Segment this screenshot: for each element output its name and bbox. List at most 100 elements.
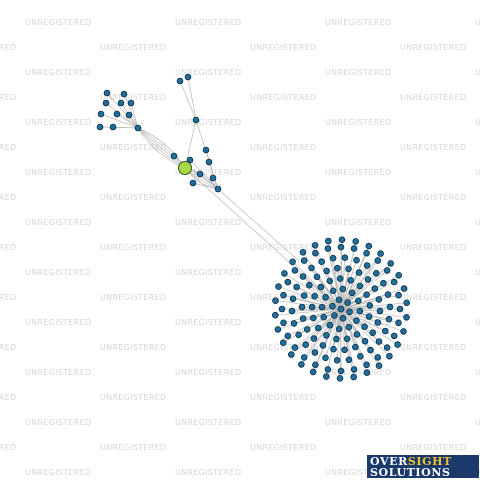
watermark-text: UNREGISTERED (0, 293, 16, 302)
graph-node (375, 338, 383, 345)
graph-node (387, 260, 395, 267)
graph-node (390, 278, 398, 286)
watermark-text: UNREGISTERED (475, 318, 480, 327)
watermark-text: UNREGISTERED (400, 443, 466, 452)
graph-node (365, 313, 373, 320)
graph-node (322, 354, 329, 362)
graph-edge (116, 113, 139, 129)
graph-edge (325, 308, 342, 377)
graph-node (355, 269, 363, 276)
graph-node (305, 281, 313, 289)
watermark-text: UNREGISTERED (475, 268, 480, 277)
graph-edge (325, 308, 342, 358)
graph-node (338, 236, 346, 244)
graph-node (299, 315, 307, 322)
watermark-text: UNREGISTERED (175, 468, 241, 477)
graph-node (352, 238, 360, 245)
graph-node (364, 276, 372, 283)
watermark-text: UNREGISTERED (0, 143, 16, 152)
watermark-text: UNREGISTERED (0, 193, 16, 202)
graph-node (298, 303, 306, 311)
watermark-text: UNREGISTERED (25, 468, 91, 477)
watermark-text: UNREGISTERED (0, 343, 16, 352)
watermark-text: UNREGISTERED (325, 68, 391, 77)
watermark-text: UNREGISTERED (175, 118, 241, 127)
graph-node (396, 305, 404, 313)
graph-node (280, 291, 287, 299)
graph-node (353, 331, 361, 338)
watermark-text: UNREGISTERED (25, 418, 91, 427)
graph-node (350, 245, 358, 252)
graph-edge (312, 308, 342, 373)
watermark-text: UNREGISTERED (25, 368, 91, 377)
graph-node (102, 99, 110, 107)
watermark-text: UNREGISTERED (175, 318, 241, 327)
graph-node (346, 308, 353, 316)
graph-node (300, 257, 308, 264)
watermark-text: UNREGISTERED (325, 468, 391, 477)
graph-node (339, 285, 347, 293)
graph-node (293, 283, 301, 291)
graph-node (345, 265, 352, 273)
graph-node (319, 342, 327, 349)
watermark-layer: UNREGISTERED UNREGISTERED UNREGISTERED UNRE… (0, 18, 480, 477)
graph-node (337, 305, 345, 313)
watermark-text: UNREGISTERED (400, 293, 466, 302)
graph-node (403, 313, 410, 321)
graph-node (345, 356, 353, 364)
oversight-solutions-logo: OVERSIGHT SOLUTIONS (367, 455, 479, 478)
graph-node (324, 366, 332, 373)
graph-node (380, 279, 387, 287)
graph-node (103, 89, 111, 97)
graph-node (280, 319, 287, 327)
graph-node (290, 320, 298, 327)
graph-node (330, 345, 337, 353)
watermark-text: UNREGISTERED (475, 218, 480, 227)
graph-node (383, 267, 391, 274)
watermark-text: UNREGISTERED (475, 18, 480, 27)
graph-node (350, 373, 358, 381)
watermark-text: UNREGISTERED (475, 168, 480, 177)
graph-node (300, 354, 308, 361)
graph-node (384, 291, 392, 298)
graph-node (97, 110, 105, 118)
graph-edge (130, 102, 139, 129)
graph-node (127, 99, 135, 107)
graph-node (374, 319, 382, 326)
graph-node (322, 373, 330, 380)
graph-node (322, 293, 329, 301)
watermark-text: UNREGISTERED (400, 43, 466, 52)
watermark-text: UNREGISTERED (325, 168, 391, 177)
graph-edge (173, 155, 219, 190)
watermark-text: UNREGISTERED (250, 193, 316, 202)
graph-edge (187, 76, 197, 121)
graph-node (337, 367, 345, 375)
watermark-text: UNREGISTERED (475, 68, 480, 77)
graph-node (347, 276, 355, 284)
graph-edge (105, 102, 139, 129)
graph-node (309, 314, 317, 322)
graph-edge (217, 188, 301, 263)
watermark-text: UNREGISTERED (400, 393, 466, 402)
graph-node (353, 256, 360, 264)
graph-node (289, 295, 297, 303)
graph-node (134, 124, 142, 132)
graph-edge (340, 260, 357, 310)
graph-node (381, 327, 389, 335)
graph-node (284, 278, 292, 286)
graph-node (300, 292, 308, 299)
graph-node (125, 111, 133, 119)
graph-node (311, 292, 319, 300)
watermark-text: UNREGISTERED (0, 93, 16, 102)
graph-node (274, 326, 282, 333)
graph-node (279, 339, 287, 347)
graph-node (348, 289, 356, 297)
focus-node (178, 161, 192, 175)
watermark-text: UNREGISTERED (100, 43, 166, 52)
watermark-text: UNREGISTERED (325, 218, 391, 227)
watermark-text: UNREGISTERED (475, 368, 480, 377)
graph-node (312, 249, 319, 257)
graph-edge (292, 261, 342, 310)
graph-node (326, 277, 334, 285)
graph-node (289, 258, 296, 266)
